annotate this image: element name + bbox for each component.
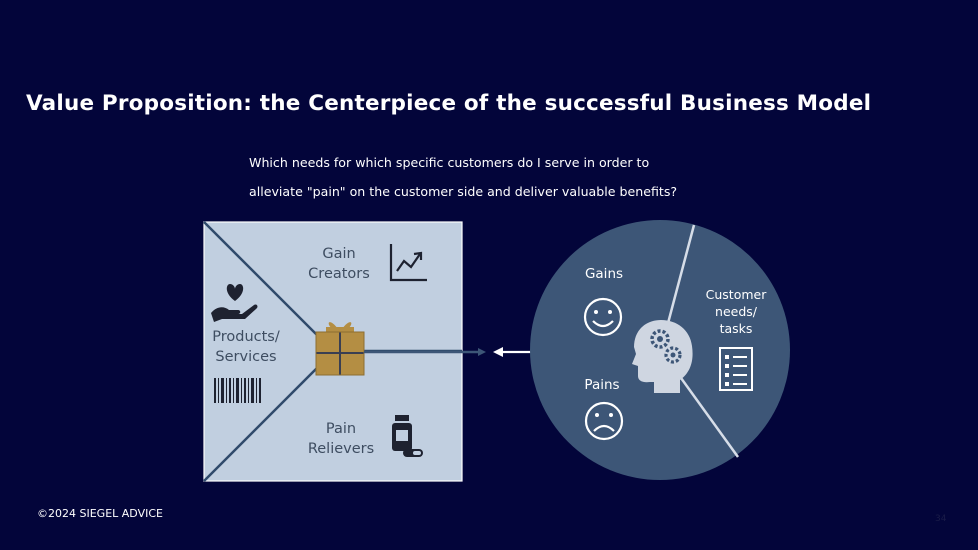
customer-jobs-label-1: Customer bbox=[706, 287, 768, 302]
barcode-icon bbox=[214, 378, 261, 403]
gains-label: Gains bbox=[585, 266, 623, 282]
pain-relievers-label-1: Pain bbox=[326, 421, 356, 437]
gift-icon bbox=[315, 322, 365, 376]
slide-title: Value Proposition: the Centerpiece of th… bbox=[26, 91, 872, 116]
checklist-icon bbox=[719, 347, 753, 391]
medicine-bottle-icon bbox=[392, 415, 423, 457]
profile-divider-lower bbox=[679, 377, 740, 458]
gain-creators-label-2: Creators bbox=[308, 266, 370, 282]
customer-jobs-label-3: tasks bbox=[720, 321, 753, 336]
gain-creators-label-1: Gain bbox=[322, 246, 355, 262]
heart-hand-icon bbox=[211, 284, 258, 322]
guiding-question-line-2: alleviate "pain" on the customer side an… bbox=[249, 184, 678, 199]
guiding-question: Which needs for which specific customers… bbox=[249, 148, 769, 206]
frown-icon bbox=[584, 401, 624, 441]
head-gears-icon bbox=[632, 320, 693, 393]
divider-upper bbox=[203, 221, 321, 339]
products-services-label-1: Products/ bbox=[212, 329, 280, 345]
page-number: 34 bbox=[935, 514, 947, 524]
pain-relievers-label-2: Relievers bbox=[308, 441, 374, 457]
footer-copyright: ©2024 SIEGEL ADVICE bbox=[37, 507, 163, 520]
profile-divider-upper bbox=[665, 224, 696, 328]
customer-profile: Gains Pains Customer needs/ tasks bbox=[530, 220, 790, 480]
smiley-icon bbox=[583, 297, 623, 337]
customer-jobs-label-2: needs/ bbox=[715, 304, 758, 319]
divider-lower bbox=[203, 364, 321, 482]
products-services-label-2: Services bbox=[215, 349, 276, 365]
trend-chart-icon bbox=[389, 244, 427, 282]
pains-label: Pains bbox=[584, 377, 619, 393]
guiding-question-line-1: Which needs for which specific customers… bbox=[249, 155, 650, 170]
